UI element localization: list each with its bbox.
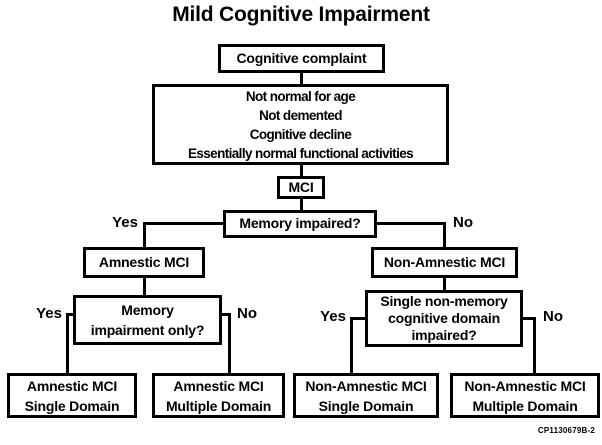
node-label-line: impaired? [411,327,477,343]
node-label-line: cognitive domain [388,310,500,326]
connector-amnestic-to-question [143,278,146,295]
branch-label-yes-memory-impaired: Yes [112,214,138,231]
node-label-line: Amnestic MCI [26,377,118,394]
connector-complaint-to-criteria [300,73,303,84]
node-label: Cognitive complaint [236,49,367,66]
figure-code: CP1130679B-2 [537,426,595,435]
criteria-line: Essentially normal functional activities [187,145,414,161]
connector-single-non-memory-no-horizontal [523,317,536,320]
node-label-line: Multiple Domain [165,397,272,414]
branch-label-yes-memory-only: Yes [36,305,62,322]
connector-memory-only-no-horizontal [222,313,231,316]
connector-single-non-memory-yes-horizontal [350,317,365,320]
node-amnestic-mci: Amnestic MCI [83,247,205,278]
connector-yes-horizontal [143,222,223,225]
connector-criteria-to-mci [300,165,303,176]
node-mci-criteria: Not normal for age Not demented Cognitiv… [152,84,449,165]
connector-mci-to-memory-impaired [300,199,303,210]
node-memory-impaired: Memory impaired? [223,210,377,238]
node-single-non-memory: Single non-memory cognitive domain impai… [365,290,523,347]
criteria-line: Not demented [259,107,342,123]
node-label-line: Non-Amnestic MCI [305,377,427,394]
branch-label-no-memory-only: No [237,305,257,322]
node-mci: MCI [277,176,325,199]
node-memory-impairment-only: Memory impairment only? [73,295,222,345]
connector-non-amnestic-to-question [443,278,446,290]
connector-single-non-memory-no-vertical [533,317,536,373]
node-label: Non-Amnestic MCI [383,253,506,270]
connector-memory-only-yes-vertical [66,313,69,373]
node-label-line: Multiple Domain [472,397,578,414]
branch-label-no-memory-impaired: No [453,214,473,231]
branch-label-no-single-non-memory: No [543,308,563,325]
node-non-amnestic-single-domain: Non-Amnestic MCI Single Domain [293,373,439,418]
connector-memory-only-yes-horizontal [66,313,73,316]
node-label: MCI [288,178,314,195]
node-label-line: Amnestic MCI [173,377,264,394]
criteria-line: Not normal for age [245,88,356,104]
node-label-line: Single Domain [24,397,120,414]
page-title: Mild Cognitive Impairment [172,3,430,26]
criteria-line: Cognitive decline [249,126,352,142]
connector-memory-only-no-vertical [228,313,231,373]
node-non-amnestic-mci: Non-Amnestic MCI [371,247,518,278]
node-non-amnestic-multiple-domain: Non-Amnestic MCI Multiple Domain [450,373,600,418]
node-label-line: Single Domain [318,397,414,414]
node-label: Memory impaired? [239,215,361,232]
node-label-line: Non-Amnestic MCI [464,377,586,394]
connector-single-non-memory-yes-vertical [350,317,353,373]
connector-yes-vertical [143,222,146,247]
node-amnestic-single-domain: Amnestic MCI Single Domain [7,373,137,418]
node-label: Amnestic MCI [98,253,190,270]
connector-no-horizontal [377,222,446,225]
node-cognitive-complaint: Cognitive complaint [218,44,385,73]
branch-label-yes-single-non-memory: Yes [320,308,346,325]
node-label-line: Single non-memory [380,293,508,309]
node-amnestic-multiple-domain: Amnestic MCI Multiple Domain [152,373,285,418]
node-label-line: Memory [121,302,174,318]
connector-no-vertical [443,222,446,247]
node-label-line: impairment only? [90,322,205,338]
